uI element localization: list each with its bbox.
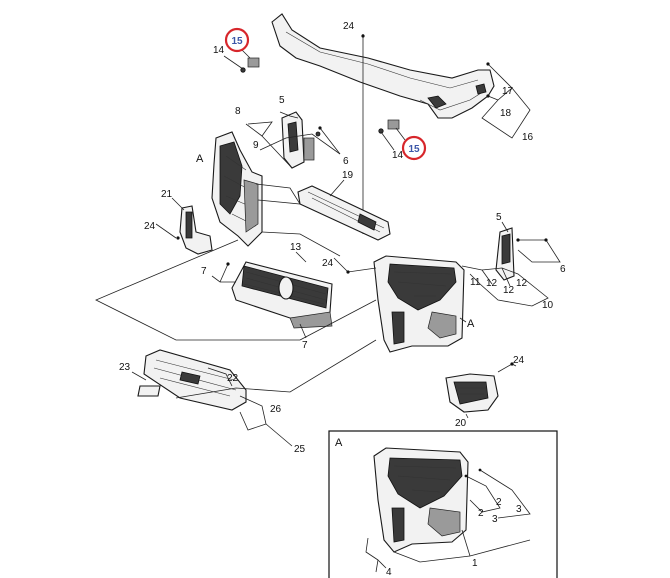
radiator-support bbox=[373, 255, 465, 353]
label-22: 22 bbox=[227, 373, 239, 384]
inset-label-1: 1 bbox=[472, 558, 478, 569]
label-A-right: A bbox=[467, 318, 475, 330]
label-5-top: 5 bbox=[279, 95, 285, 106]
label-6-top: 6 bbox=[343, 156, 349, 167]
label-7-bottom: 7 bbox=[302, 340, 308, 351]
inset-label-3-a: 3 bbox=[516, 504, 522, 515]
label-19: 19 bbox=[342, 170, 354, 181]
label-5-right: 5 bbox=[496, 212, 502, 223]
grille bbox=[231, 261, 333, 329]
label-8: 8 bbox=[235, 106, 241, 117]
label-A-left: A bbox=[196, 153, 204, 165]
callout-15-top-left: 15 bbox=[231, 36, 243, 47]
label-14-left: 14 bbox=[213, 45, 225, 56]
label-12-a: 12 bbox=[486, 278, 498, 289]
lower-support-bar bbox=[297, 185, 391, 241]
label-9: 9 bbox=[253, 140, 259, 151]
inset-label-4: 4 bbox=[386, 567, 392, 578]
label-24-left: 24 bbox=[144, 221, 156, 232]
label-21: 21 bbox=[161, 189, 173, 200]
callout-15-right: 15 bbox=[408, 144, 420, 155]
callout-circle-top-left[interactable]: 15 bbox=[224, 27, 250, 53]
clip-fastener-left bbox=[240, 57, 260, 73]
label-16: 16 bbox=[522, 132, 534, 143]
label-12-c: 12 bbox=[503, 285, 515, 296]
label-14-right: 14 bbox=[392, 150, 404, 161]
label-12-b: 12 bbox=[516, 278, 528, 289]
label-26: 26 bbox=[270, 404, 282, 415]
lower-bar bbox=[137, 349, 247, 411]
label-6-right: 6 bbox=[560, 264, 566, 275]
left-side-panel bbox=[211, 131, 263, 247]
label-10: 10 bbox=[542, 300, 554, 311]
upper-reinforcement-bar bbox=[271, 13, 495, 119]
clip-fastener-right bbox=[378, 119, 400, 134]
label-17: 17 bbox=[502, 86, 514, 97]
inset-label-2-a: 2 bbox=[496, 497, 502, 508]
inset-label: A bbox=[335, 437, 343, 449]
label-25: 25 bbox=[294, 444, 306, 455]
label-24-right: 24 bbox=[513, 355, 525, 366]
label-11: 11 bbox=[470, 277, 481, 288]
right-upper-bracket bbox=[495, 227, 515, 281]
label-18: 18 bbox=[500, 108, 512, 119]
label-13: 13 bbox=[290, 242, 302, 253]
inset-label-3-b: 3 bbox=[492, 514, 498, 525]
part-labels: 24 14 17 18 16 14 8 5 9 6 A 19 21 24 13 … bbox=[119, 21, 566, 455]
inset-label-2-b: 2 bbox=[478, 508, 484, 519]
bracket-21 bbox=[179, 205, 213, 255]
label-20: 20 bbox=[455, 418, 467, 429]
label-24-top: 24 bbox=[343, 21, 355, 32]
fastener-dots bbox=[176, 34, 548, 366]
label-7-left: 7 bbox=[201, 266, 207, 277]
bracket-20 bbox=[445, 373, 499, 413]
label-23: 23 bbox=[119, 362, 131, 373]
upper-left-bracket bbox=[281, 111, 321, 169]
label-24-mid: 24 bbox=[322, 258, 334, 269]
callout-circle-right[interactable]: 15 bbox=[401, 135, 427, 161]
inset-detail-A: A 2 2 3 3 1 4 bbox=[328, 430, 558, 578]
